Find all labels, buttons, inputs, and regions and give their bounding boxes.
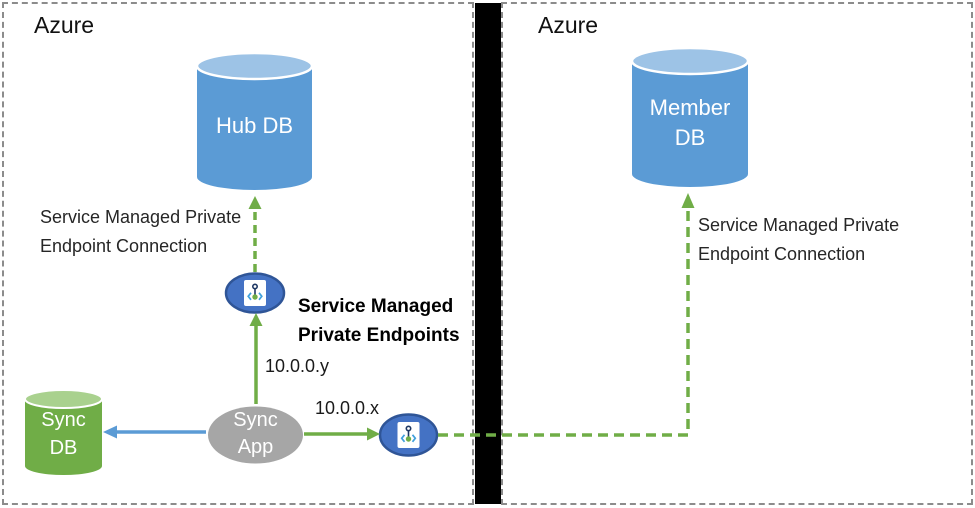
sync-db-label: Sync DB — [41, 409, 86, 459]
panel-separator-bar — [475, 3, 501, 504]
connection-label-hub: Service Managed Private Endpoint Connect… — [40, 207, 242, 256]
hub-db-label: Hub DB — [215, 113, 294, 138]
sync-app-label: Sync App — [233, 409, 278, 458]
panel-title-left: Azure — [34, 12, 95, 38]
member-db-label: Member DB — [649, 95, 731, 150]
private-endpoints-label: Service Managed Private Endpoints — [298, 296, 460, 346]
ip-label-x: 10.0.0.x — [315, 398, 380, 418]
connection-label-member: Service Managed Private Endpoint Connect… — [698, 215, 900, 264]
panel-title-right: Azure — [538, 12, 599, 38]
ip-label-y: 10.0.0.y — [265, 356, 330, 376]
